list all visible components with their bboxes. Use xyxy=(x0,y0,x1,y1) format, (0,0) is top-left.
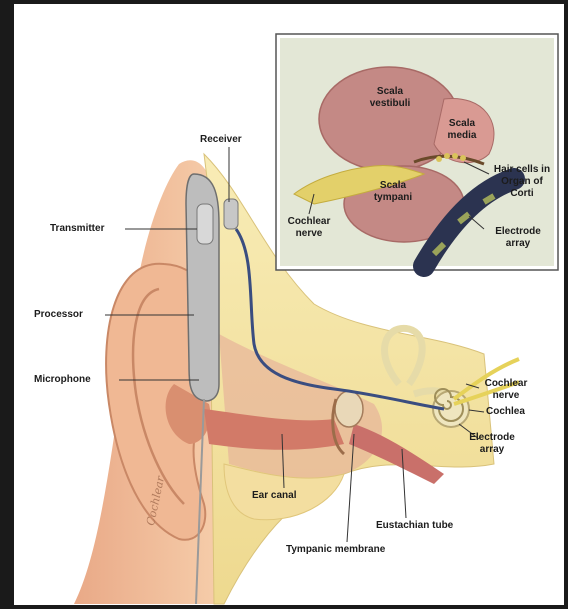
processor-label: Processor xyxy=(34,309,83,321)
transmitter-label: Transmitter xyxy=(50,223,104,235)
cochlear-nerve-label: Cochlear nerve xyxy=(478,378,534,402)
cochlea-label: Cochlea xyxy=(486,406,525,418)
receiver-implant xyxy=(224,199,238,229)
scala-media-label: Scala media xyxy=(440,118,484,142)
eustachian-tube-label: Eustachian tube xyxy=(376,520,453,532)
inset-electrode-array-label: Electrode array xyxy=(490,226,546,250)
tympanic-membrane-label: Tympanic membrane xyxy=(286,544,385,556)
ossicles xyxy=(335,391,363,427)
transmitter-coil xyxy=(197,204,213,244)
receiver-label: Receiver xyxy=(200,134,242,146)
scala-tympani-label: Scala tympani xyxy=(368,180,418,204)
scala-vestibuli-label: Scala vestibuli xyxy=(362,86,418,110)
microphone-label: Microphone xyxy=(34,374,91,386)
electrode-array-label: Electrode array xyxy=(462,432,522,456)
hair-cells-label: Hair cells in Organ of Corti xyxy=(492,164,552,200)
inset-cochlear-nerve-label: Cochlear nerve xyxy=(284,216,334,240)
ear-illustration xyxy=(14,4,564,605)
ear-canal-label: Ear canal xyxy=(252,490,296,502)
